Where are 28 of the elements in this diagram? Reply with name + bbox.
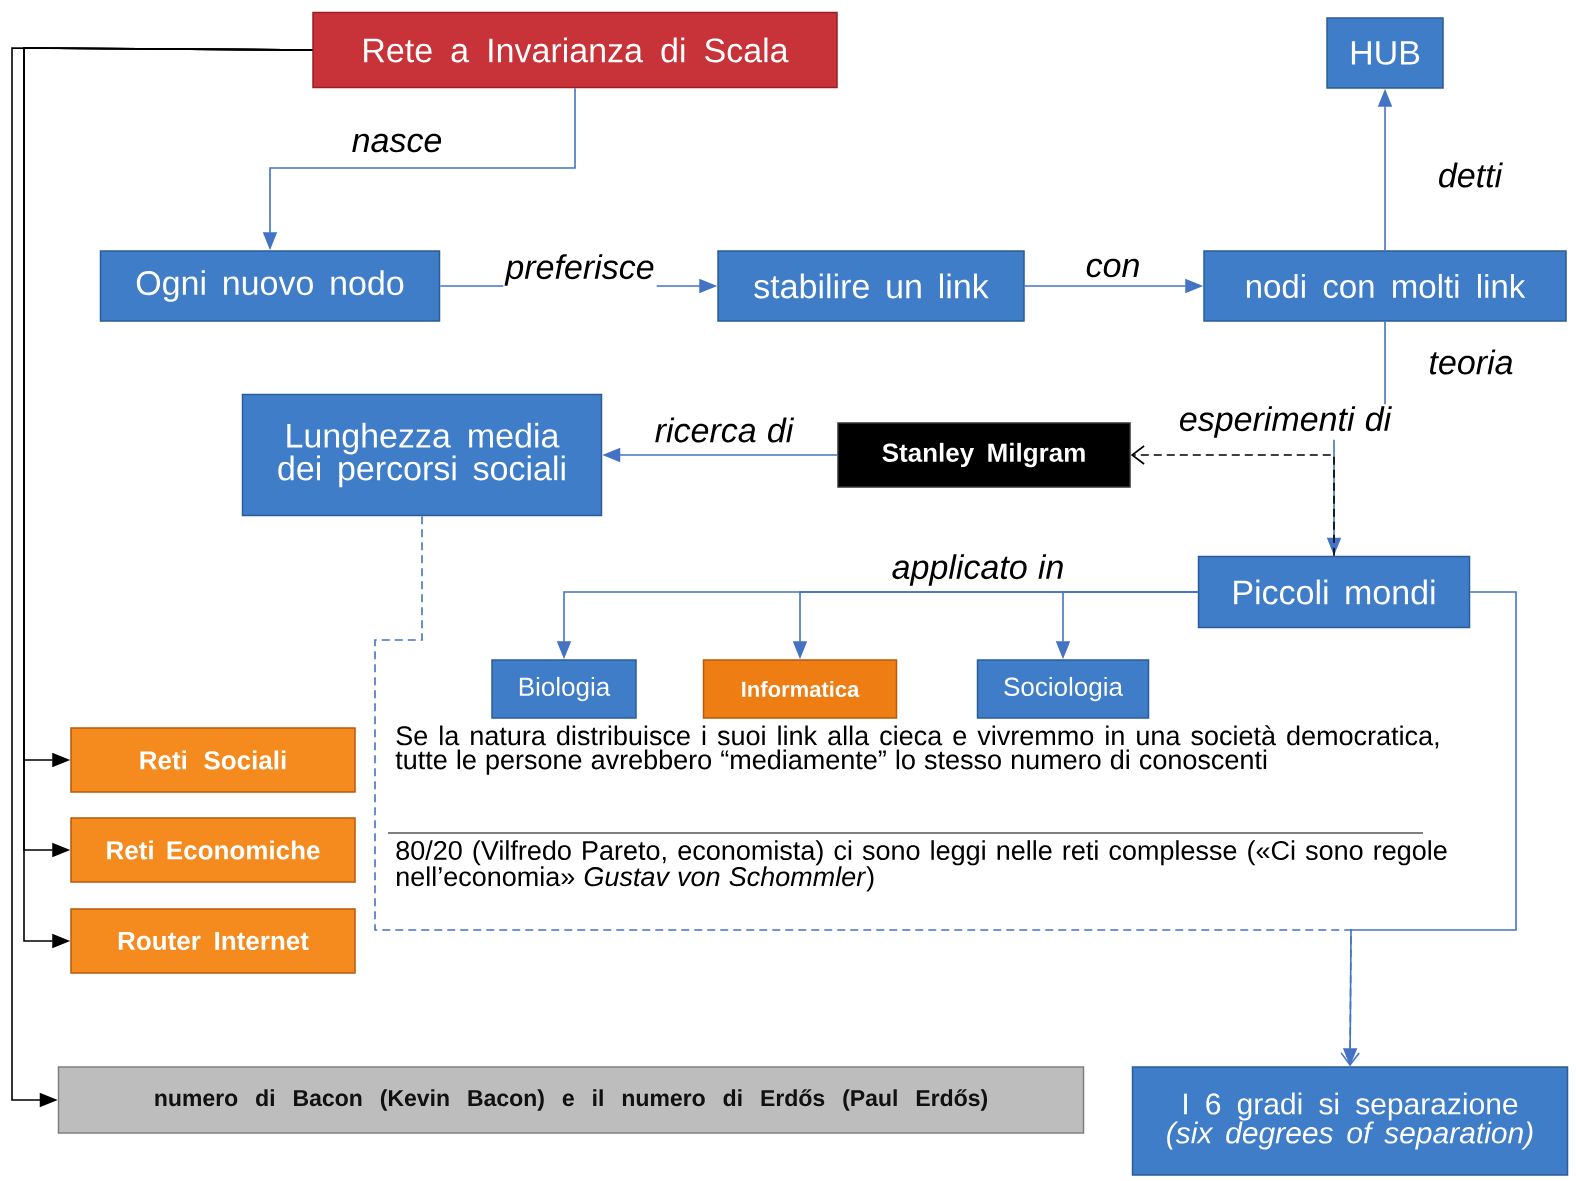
concept-box: Reti Sociali [70, 727, 356, 793]
concept-box: I 6 gradi si separazione (six degrees of separation) [1131, 1066, 1569, 1176]
edge-label: ricerca di [652, 415, 796, 445]
concept-box: nodi con molti link [1203, 250, 1567, 322]
edge-label: detti [1435, 160, 1505, 190]
concept-box: Lunghezza media dei percorsi sociali [241, 393, 603, 517]
concept-box: Reti Economiche [70, 817, 356, 883]
edge-label: nasce [349, 131, 445, 155]
concept-box: numero di Bacon (Kevin Bacon) e il numero di Erdős (Paul Erdős) [57, 1066, 1085, 1134]
text-paragraph: Se la natura distribuisce i suoi link alla cieca e vivremmo in una società democratica, tutte le persone avrebbero “mediamente” lo stesso numero di conoscenti [395, 725, 1439, 775]
arrow [1130, 445, 1335, 557]
concept-box: Rete a Invarianza di Scala [312, 11, 838, 89]
text-paragraph: 80/20 (Vilfredo Pareto, economista) ci sono leggi nelle reti complesse («Ci sono regole nell’economia» Gustav von Schommler) [396, 840, 1447, 892]
edge-label: applicato in [889, 552, 1067, 588]
concept-box: Piccoli mondi [1197, 555, 1471, 629]
concept-box: Router Internet [70, 908, 356, 974]
edge-label: esperimenti di [1176, 404, 1394, 440]
edge-label: teoria [1426, 347, 1516, 377]
concept-box: Ogni nuovo nodo [99, 250, 441, 322]
edge-label: preferisce [503, 252, 657, 288]
concept-box: HUB [1326, 17, 1444, 89]
concept-box: stabilire un link [717, 250, 1025, 322]
concept-box: Stanley Milgram [837, 422, 1131, 488]
edge-label: con [1083, 256, 1143, 280]
concept-box: Informatica [702, 659, 898, 719]
concept-box: Sociologia [976, 659, 1150, 719]
concept-box: Biologia [491, 659, 637, 719]
arrow [374, 515, 1360, 1067]
